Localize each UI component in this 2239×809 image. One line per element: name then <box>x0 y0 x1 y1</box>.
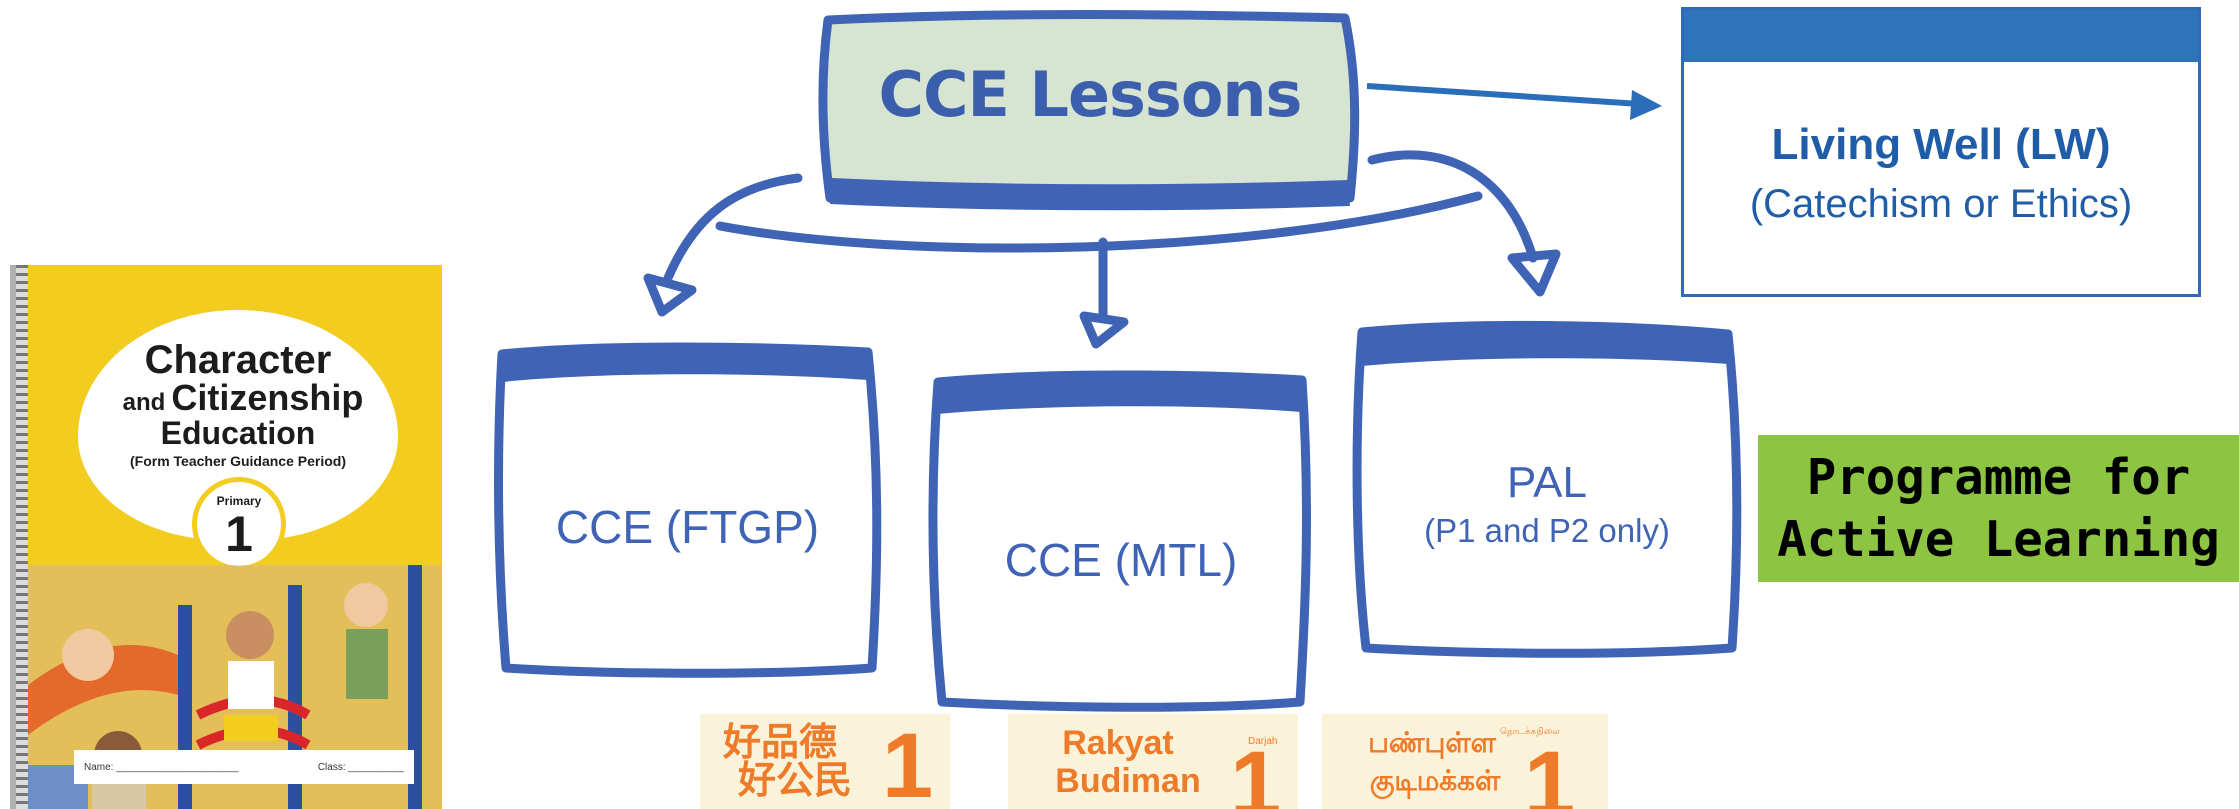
mtl-book-tamil-title-line1: பண்புள்ள <box>1368 727 1496 758</box>
living-well-box[interactable]: Living Well (LW) (Catechism or Ethics) <box>1681 7 2201 297</box>
mtl-book-tamil: பண்புள்ள குடிமக்கள் தொடக்கநிலை 1 <box>1322 714 1608 809</box>
level-number: 1 <box>225 506 253 562</box>
child-label-pal: PAL <box>1507 458 1587 507</box>
mtl-book-tamil-title-line2: குடிமக்கள் <box>1369 765 1501 796</box>
pal-expansion-line2: Active Learning <box>1777 510 2220 568</box>
child-node-mtl[interactable] <box>928 370 1311 712</box>
book-title-line3: Education <box>160 415 316 451</box>
book-title-and: and <box>122 389 166 416</box>
book-subtitle: (Form Teacher Guidance Period) <box>129 453 346 469</box>
mtl-book-tamil-number: 1 <box>1524 733 1576 809</box>
level-badge: Primary 1 <box>192 477 286 571</box>
arrow-to-living-well <box>1366 83 1662 120</box>
child-node-ftgp[interactable] <box>494 342 882 678</box>
mtl-book-chinese: 好品德 好公民 1 <box>700 714 950 809</box>
mtl-book-malay-title: Rakyat Budiman <box>1028 724 1208 800</box>
mtl-book-chinese-title-line2: 好公民 <box>737 760 852 802</box>
name-class-strip: Name: ______________________ Class: ____… <box>74 750 414 784</box>
mtl-book-tamil-title: பண்புள்ள குடிமக்கள் <box>1342 724 1522 800</box>
mtl-book-malay: Rakyat Budiman Darjah 1 <box>1008 714 1298 809</box>
mtl-book-chinese-title-line1: 好品德 <box>722 722 837 764</box>
child-node-pal[interactable] <box>1352 320 1742 658</box>
living-well-title: Living Well (LW) <box>1771 120 2111 169</box>
branch-connectors <box>643 150 1561 349</box>
mtl-book-malay-number: 1 <box>1230 733 1282 809</box>
mtl-book-malay-tag: Darjah <box>1248 736 1278 747</box>
child-label-ftgp: CCE (FTGP) <box>555 501 820 553</box>
pal-expansion-line1: Programme for <box>1806 448 2191 506</box>
mtl-book-malay-title-line2: Budiman <box>1055 762 1201 800</box>
pal-expansion-label: Programme for Active Learning <box>1758 435 2239 582</box>
class-field: Class: __________ <box>317 761 404 773</box>
root-node-label: CCE Lessons <box>878 58 1303 131</box>
living-well-header <box>1684 10 2198 62</box>
mtl-book-chinese-title: 好品德 好公民 <box>700 724 860 800</box>
spiral-binding <box>16 265 28 809</box>
child-sublabel-pal: (P1 and P2 only) <box>1424 512 1670 549</box>
book-title-line1: Character <box>144 338 332 382</box>
root-node[interactable] <box>818 10 1360 211</box>
level-word: Primary <box>216 494 262 508</box>
mtl-book-tamil-tag: தொடக்கநிலை <box>1500 726 1560 736</box>
mtl-book-malay-title-line1: Rakyat <box>1062 724 1174 762</box>
child-label-mtl: CCE (MTL) <box>1004 534 1238 586</box>
living-well-subtitle: (Catechism or Ethics) <box>1749 182 2133 226</box>
mtl-book-chinese-number: 1 <box>882 715 934 809</box>
name-field: Name: ______________________ <box>84 761 239 773</box>
book-title-citizenship: Citizenship <box>171 377 364 418</box>
